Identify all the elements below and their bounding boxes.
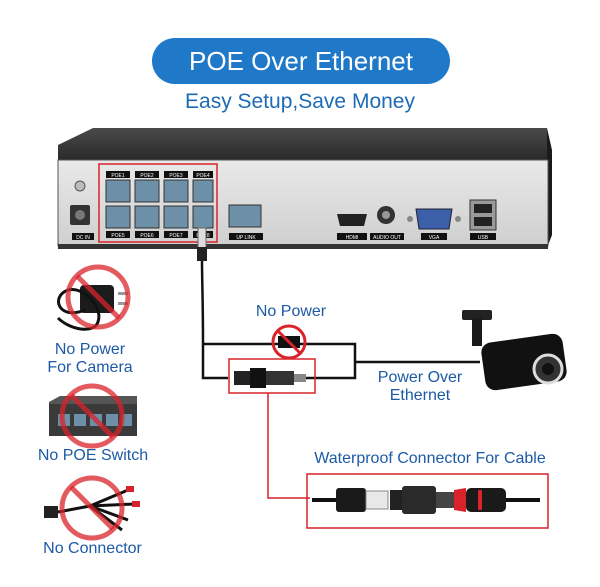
poe-port-block: POE1 POE2 POE3 POE4 POE5 POE6 POE7 POE8 xyxy=(105,171,214,239)
power-over-ethernet-label: Power Over Ethernet xyxy=(377,369,463,404)
poe-label-1: POE1 xyxy=(111,173,125,179)
audio-out-label: AUDIO OUT xyxy=(373,235,401,241)
dc-in-port: DC IN xyxy=(70,180,94,241)
no-sign-icon xyxy=(59,475,125,541)
hdmi-port: HDMI xyxy=(337,214,367,241)
poe-label-4: POE4 xyxy=(196,173,210,179)
poe-label-6: POE6 xyxy=(140,233,154,239)
nvr-recorder xyxy=(57,128,552,249)
poe-label-2: POE2 xyxy=(140,173,154,179)
uplink-port: UP LINK xyxy=(228,204,263,241)
usb-label: USB xyxy=(478,235,489,241)
usb-ports: USB xyxy=(469,199,497,241)
hdmi-label: HDMI xyxy=(346,235,359,241)
waterproof-highlight xyxy=(306,473,549,529)
vga-port: VGA xyxy=(407,208,461,241)
waterproof-connector xyxy=(312,486,540,514)
poe-label-5: POE5 xyxy=(111,233,125,239)
poe-label-3: POE3 xyxy=(169,173,183,179)
audio-out-port: AUDIO OUT xyxy=(370,206,404,241)
no-sign-icon xyxy=(65,264,131,330)
inline-connector xyxy=(234,368,306,388)
waterproof-connector-label: Waterproof Connector For Cable xyxy=(314,450,546,467)
no-poe-switch-label: No POE Switch xyxy=(37,447,149,464)
highlight-link-line xyxy=(267,393,310,499)
no-power-connector xyxy=(271,324,307,360)
page-subtitle: Easy Setup,Save Money xyxy=(185,90,415,113)
no-power-camera-label: No Power For Camera xyxy=(47,341,133,376)
no-power-label: No Power xyxy=(255,303,327,320)
bullet-camera-icon xyxy=(462,310,567,391)
page-title: POE Over Ethernet xyxy=(152,38,450,84)
poe-label-7: POE7 xyxy=(169,233,183,239)
no-sign-icon xyxy=(59,383,125,449)
vga-label: VGA xyxy=(429,235,440,241)
dc-in-label: DC IN xyxy=(76,235,90,241)
uplink-label: UP LINK xyxy=(236,235,256,241)
poe-ports-highlight xyxy=(98,163,218,243)
connector-highlight xyxy=(228,358,316,394)
no-connector-label: No Connector xyxy=(43,540,142,557)
